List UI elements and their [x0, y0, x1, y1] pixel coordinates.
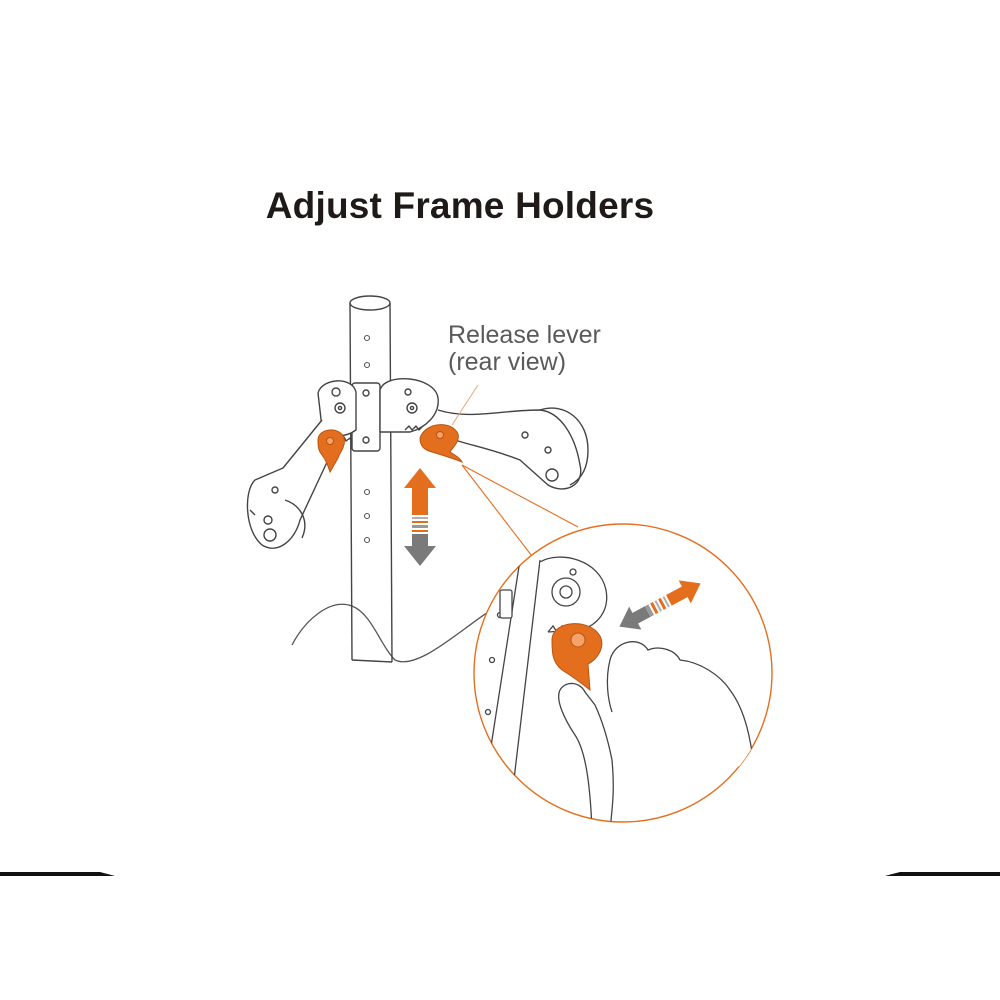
right-arm — [379, 378, 589, 490]
left-release-lever-icon — [317, 429, 345, 474]
left-arm — [246, 380, 357, 549]
right-release-lever-icon — [419, 424, 464, 463]
callout-line-1: Release lever — [448, 321, 601, 349]
bottom-bar-right — [885, 872, 1000, 876]
hill-outline — [291, 603, 501, 663]
push-pull-arrow-icon — [619, 580, 701, 630]
callout-line-2: (rear view) — [448, 348, 567, 376]
zoom-line-1 — [461, 464, 579, 528]
pole — [349, 295, 393, 663]
diagram-title: Adjust Frame Holders — [265, 185, 655, 226]
zoomed-release-lever-icon — [551, 623, 603, 692]
zoom-line-2 — [461, 464, 536, 561]
up-down-arrow-icon — [404, 468, 436, 566]
bottom-bar-left — [0, 872, 115, 876]
callout-leader-line — [451, 384, 479, 426]
release-lever-callout: Release lever (rear view) — [448, 322, 601, 376]
pole-holes — [363, 334, 371, 544]
